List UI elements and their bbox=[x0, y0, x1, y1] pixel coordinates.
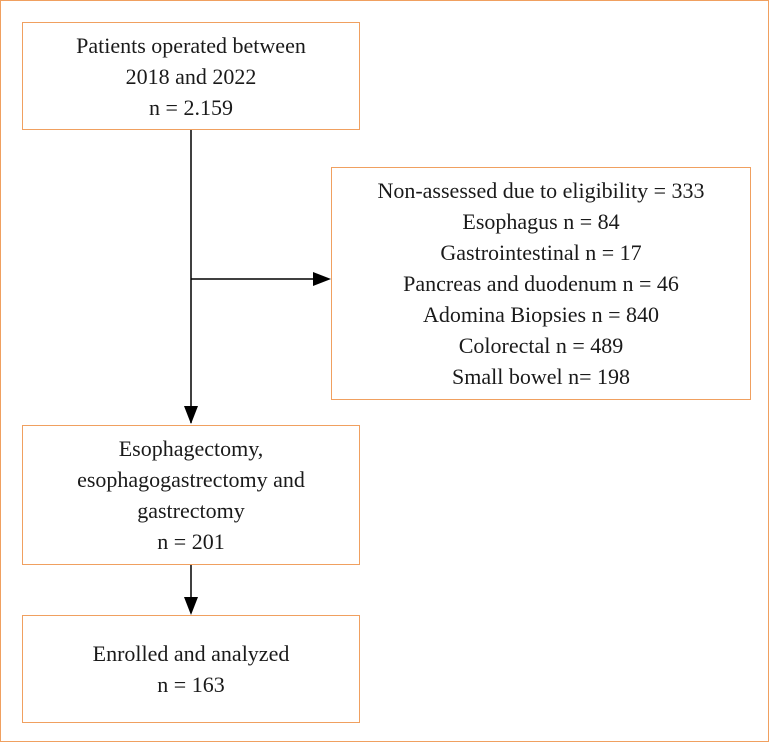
non-assessed-line-4: Pancreas and duodenum n = 46 bbox=[403, 271, 679, 296]
non-assessed-line-6: Colorectal n = 489 bbox=[458, 333, 624, 358]
non-assessed-line-5: Adomina Biopsies n = 840 bbox=[422, 302, 660, 327]
patients-line-3: n = 2.159 bbox=[149, 94, 233, 120]
enrolled-line-2: n = 163 bbox=[157, 672, 225, 697]
non-assessed-line-7: Small bowel n= 198 bbox=[451, 364, 630, 389]
patients-line-2: 2018 and 2022 bbox=[125, 63, 257, 89]
patients-operated-box: Patients operated between 2018 and 2022 … bbox=[22, 22, 360, 130]
non-assessed-line-3: Gastrointestinal n = 17 bbox=[440, 240, 642, 265]
esophagectomy-line-3: gastrectomy bbox=[137, 498, 245, 523]
non-assessed-line-2: Esophagus n = 84 bbox=[462, 209, 620, 234]
patients-line-1: Patients operated between bbox=[76, 32, 306, 58]
enrolled-box: Enrolled and analyzed n = 163 bbox=[22, 615, 360, 723]
enrolled-line-1: Enrolled and analyzed bbox=[92, 641, 290, 666]
esophagectomy-line-2: esophagogastrectomy and bbox=[77, 467, 305, 492]
non-assessed-line-1: Non-assessed due to eligibility = 333 bbox=[377, 178, 705, 203]
esophagectomy-line-1: Esophagectomy, bbox=[118, 436, 264, 461]
esophagectomy-line-4: n = 201 bbox=[157, 529, 225, 554]
non-assessed-box: Non-assessed due to eligibility = 333 Es… bbox=[331, 167, 751, 400]
esophagectomy-box: Esophagectomy, esophagogastrectomy and g… bbox=[22, 425, 360, 565]
